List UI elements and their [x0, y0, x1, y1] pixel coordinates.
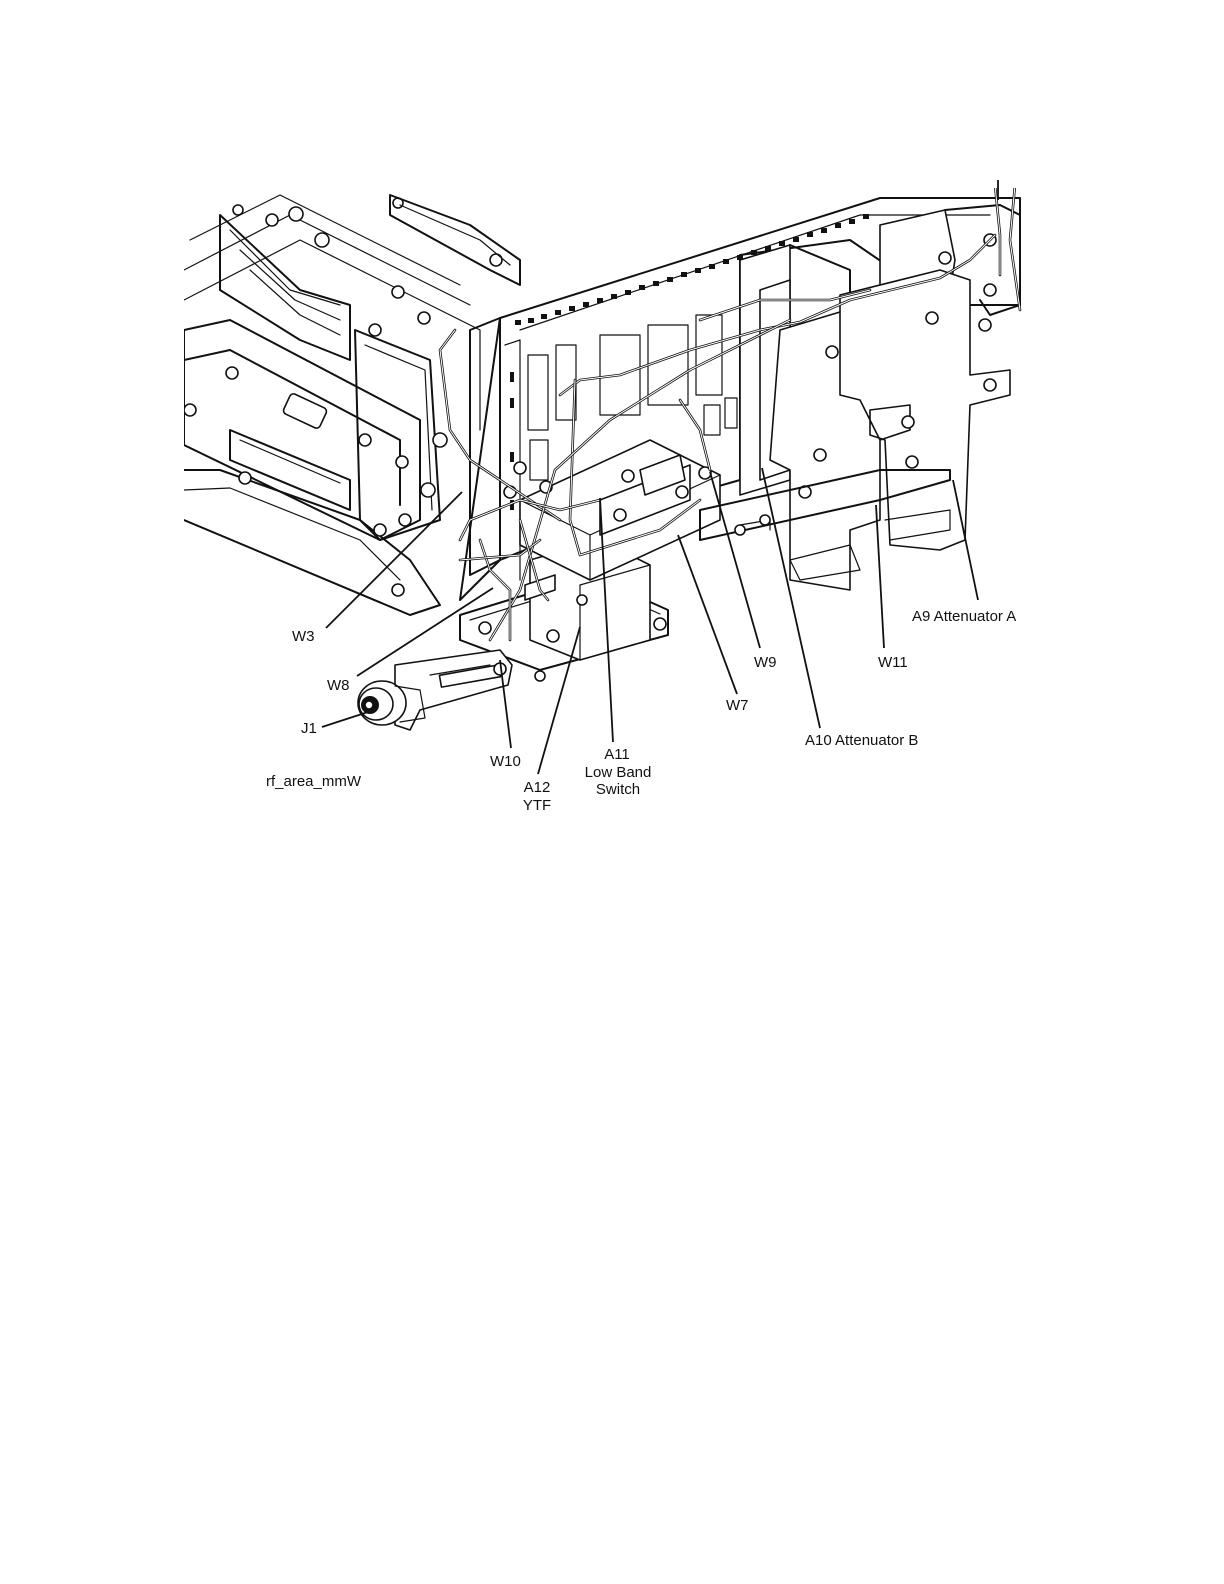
label-a11-line3: Switch [596, 781, 640, 798]
label-w10: W10 [490, 753, 521, 770]
label-w9: W9 [754, 654, 777, 671]
label-a9: A9 Attenuator A [912, 608, 1016, 625]
leader-j1 [322, 712, 368, 727]
label-a12-line2: YTF [523, 797, 551, 814]
label-w7: W7 [726, 697, 749, 714]
label-w3: W3 [292, 628, 315, 645]
label-a10: A10 Attenuator B [805, 732, 918, 749]
mechanical-drawing [184, 185, 1020, 730]
label-w8: W8 [327, 677, 350, 694]
label-a12-line1: A12 [524, 779, 551, 796]
label-a11-line1: A11 [604, 746, 630, 763]
leader-w7 [678, 535, 737, 694]
j1-connector [358, 650, 512, 730]
label-j1: J1 [301, 720, 317, 737]
label-a11-line2: Low Band [585, 764, 652, 781]
label-w11: W11 [878, 654, 908, 671]
figure-caption: rf_area_mmW [266, 773, 362, 790]
leader-w11 [876, 505, 884, 648]
